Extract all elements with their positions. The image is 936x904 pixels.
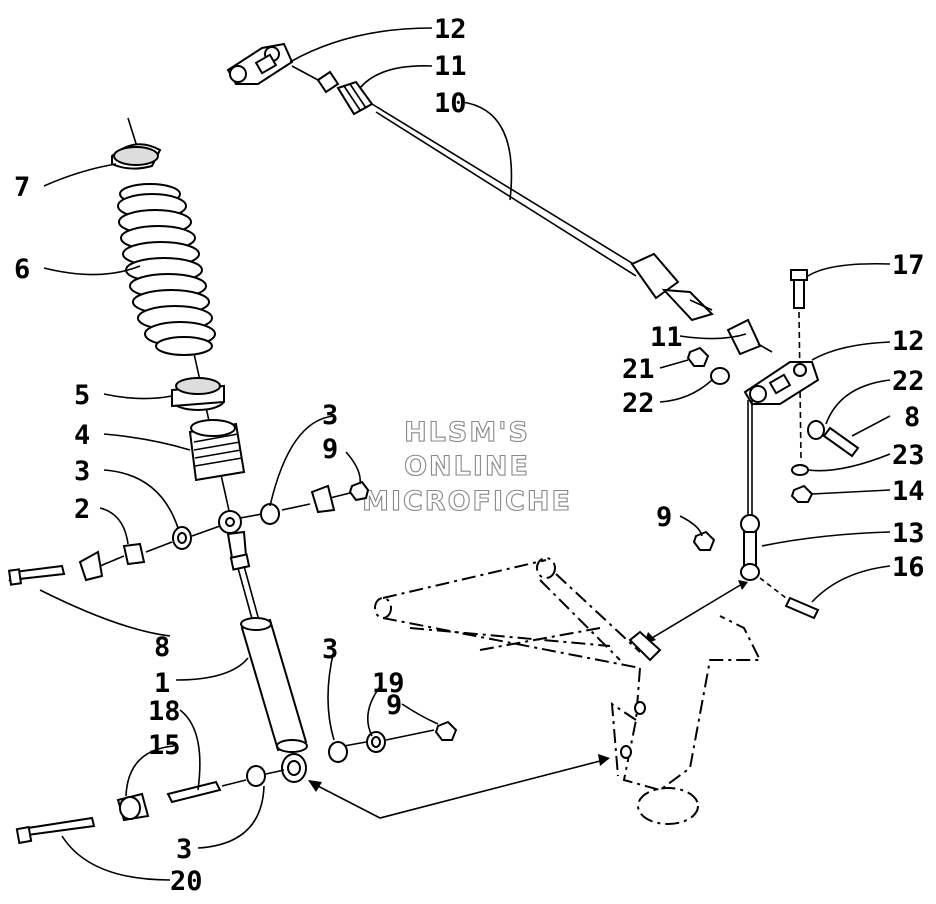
callout-11-mid: 11 xyxy=(650,322,683,353)
callout-12-right: 12 xyxy=(892,326,925,357)
callout-8-right: 8 xyxy=(904,402,920,433)
callout-8-left: 8 xyxy=(154,632,170,663)
callout-3-left: 3 xyxy=(74,456,90,487)
suspension-arm-phantom xyxy=(374,557,762,825)
callout-17: 17 xyxy=(892,250,925,281)
callout-3-bottom: 3 xyxy=(176,834,192,865)
watermark-line3: MICROFICHE xyxy=(362,486,572,517)
right-linkage xyxy=(644,269,860,644)
callout-4: 4 xyxy=(74,420,90,451)
callout-18: 18 xyxy=(148,696,181,727)
callout-3-mid: 3 xyxy=(322,634,338,665)
callout-9-top: 9 xyxy=(322,434,338,465)
callout-13: 13 xyxy=(892,518,925,549)
callout-19: 19 xyxy=(372,668,405,699)
callout-6: 6 xyxy=(14,254,30,285)
callout-16: 16 xyxy=(892,552,925,583)
cable-assembly xyxy=(226,42,773,356)
callout-22-left: 22 xyxy=(622,388,655,419)
callout-labels: 12 11 10 7 6 17 11 12 21 22 22 5 3 8 4 9… xyxy=(14,14,925,897)
callout-10: 10 xyxy=(434,88,467,119)
cable-nut-top xyxy=(336,80,374,116)
callout-1: 1 xyxy=(154,668,170,699)
callout-9-bottom: 9 xyxy=(386,690,402,721)
mount-arrow xyxy=(308,754,610,819)
callout-2: 2 xyxy=(74,494,90,525)
callout-9-right: 9 xyxy=(656,502,672,533)
callout-12-top: 12 xyxy=(434,14,467,45)
coil-spring xyxy=(117,183,216,356)
shock-assembly xyxy=(7,117,458,845)
watermark: HLSM'S ONLINE MICROFICHE xyxy=(362,416,572,517)
cable-adjuster xyxy=(630,252,714,322)
callout-14: 14 xyxy=(892,476,925,507)
callout-5: 5 xyxy=(74,380,90,411)
leader-lines xyxy=(39,27,891,881)
clevis-top xyxy=(226,42,294,85)
adjuster-collar xyxy=(188,419,246,482)
callout-22-right: 22 xyxy=(892,366,925,397)
callout-7: 7 xyxy=(14,172,30,203)
callout-20: 20 xyxy=(170,866,203,897)
callout-15: 15 xyxy=(148,730,181,761)
callout-23: 23 xyxy=(892,440,925,471)
callout-21: 21 xyxy=(622,354,655,385)
watermark-line1: HLSM'S xyxy=(404,417,530,448)
spring-seat xyxy=(171,377,225,411)
watermark-line2: ONLINE xyxy=(404,451,530,482)
shock-body xyxy=(240,617,308,753)
callout-3-top: 3 xyxy=(322,400,338,431)
callout-11-top: 11 xyxy=(434,51,467,82)
